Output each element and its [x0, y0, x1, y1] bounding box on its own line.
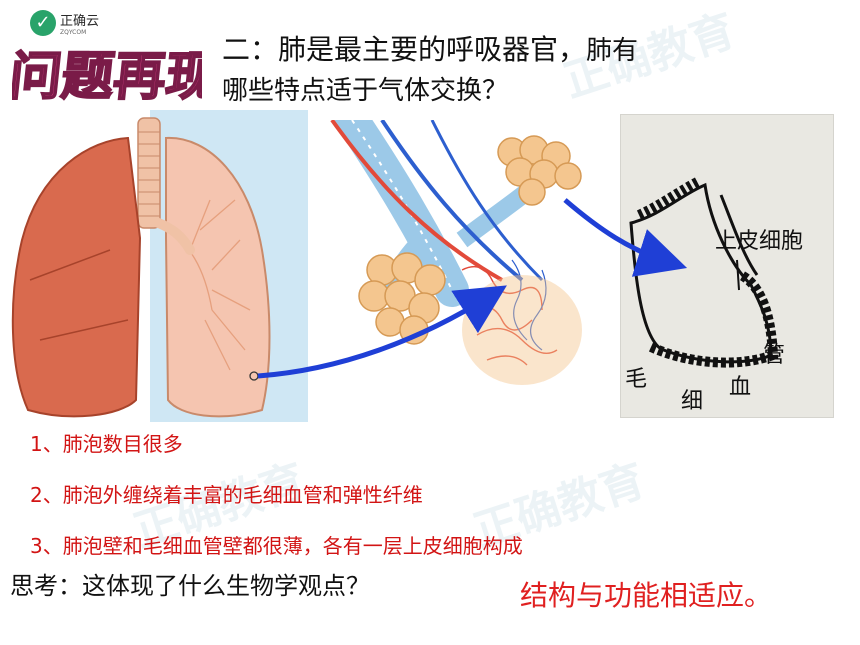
label-epithelium: 上皮细胞: [715, 229, 804, 254]
page-title: 二：肺是最主要的呼吸器官，肺有 哪些特点适于气体交换？: [222, 30, 822, 111]
point-3: 3、肺泡壁和毛细血管壁都很薄，各有一层上皮细胞构成: [30, 534, 523, 558]
label-capillary-1: 毛: [625, 367, 648, 392]
logo-sub: ZQYCOM: [60, 29, 87, 36]
point-1: 1、肺泡数目很多: [30, 432, 183, 456]
title-badge: 问题再现: [12, 46, 202, 108]
check-icon: ✓: [30, 10, 56, 36]
label-capillary-3: 血: [729, 375, 752, 400]
label-capillary-2: 细: [681, 389, 704, 414]
heading-tail: 肺有: [586, 36, 639, 66]
label-capillary-4: 管: [763, 343, 786, 368]
point-2: 2、肺泡外缠绕着丰富的毛细血管和弹性纤维: [30, 483, 423, 507]
lung-illustration: [0, 110, 308, 422]
think-answer: 结构与功能相适应。: [520, 579, 773, 612]
logo: ✓ 正确云 ZQYCOM: [30, 10, 99, 36]
alveolus-diagram: 上皮细胞 毛 细 血 管: [620, 114, 834, 418]
heading-line2: 哪些特点适于气体交换？: [222, 76, 509, 106]
think-question: 思考：这体现了什么生物学观点？: [10, 572, 370, 600]
heading-main: 二：肺是最主要的呼吸器官，: [222, 33, 587, 66]
alveoli-illustration: [330, 120, 582, 385]
logo-name: 正确云: [60, 14, 100, 29]
badge-text: 问题再现: [12, 47, 202, 107]
